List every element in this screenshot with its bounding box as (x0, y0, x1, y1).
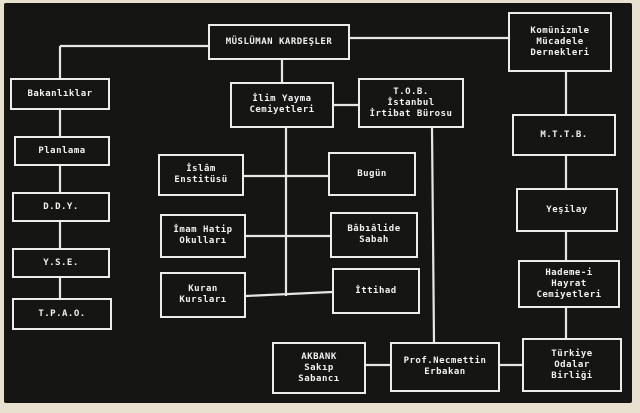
node-imam-hatip: İmam Hatip Okulları (160, 214, 246, 258)
line-branch-3 (245, 290, 333, 298)
node-ittihad: İttihad (332, 268, 420, 314)
node-anti-communism: Komünizmle Mücadele Dernekleri (508, 12, 612, 72)
node-akbank: AKBANK Sakıp Sabancı (272, 342, 366, 394)
node-hademe: Hademe-i Hayrat Cemiyetleri (518, 260, 620, 308)
node-bugun: Bugün (328, 152, 416, 196)
node-chambers: Türkiye Odalar Birliği (522, 338, 622, 392)
node-ddy: D.D.Y. (12, 192, 110, 222)
node-muslim-brotherhood: MÜSLÜMAN KARDEŞLER (208, 24, 350, 60)
node-yesilay: Yeşilay (516, 188, 618, 232)
node-erbakan: Prof.Necmettin Erbakan (390, 342, 500, 392)
node-ministries: Bakanlıklar (10, 78, 110, 110)
node-tob-office: T.O.B. İstanbul İrtibat Bürosu (358, 78, 464, 128)
node-planning: Planlama (14, 136, 110, 166)
node-mttb: M.T.T.B. (512, 114, 616, 156)
node-islam-institute: İslâm Enstitüsü (158, 154, 244, 196)
node-babiali: Bâbıâlide Sabah (330, 212, 418, 258)
node-tpao: T.P.A.O. (12, 298, 112, 330)
node-quran-courses: Kuran Kursları (160, 272, 246, 318)
node-yse: Y.S.E. (12, 248, 110, 278)
line-tob-erbakan (430, 127, 436, 343)
node-science-society: İlim Yayma Cemiyetleri (230, 82, 334, 128)
